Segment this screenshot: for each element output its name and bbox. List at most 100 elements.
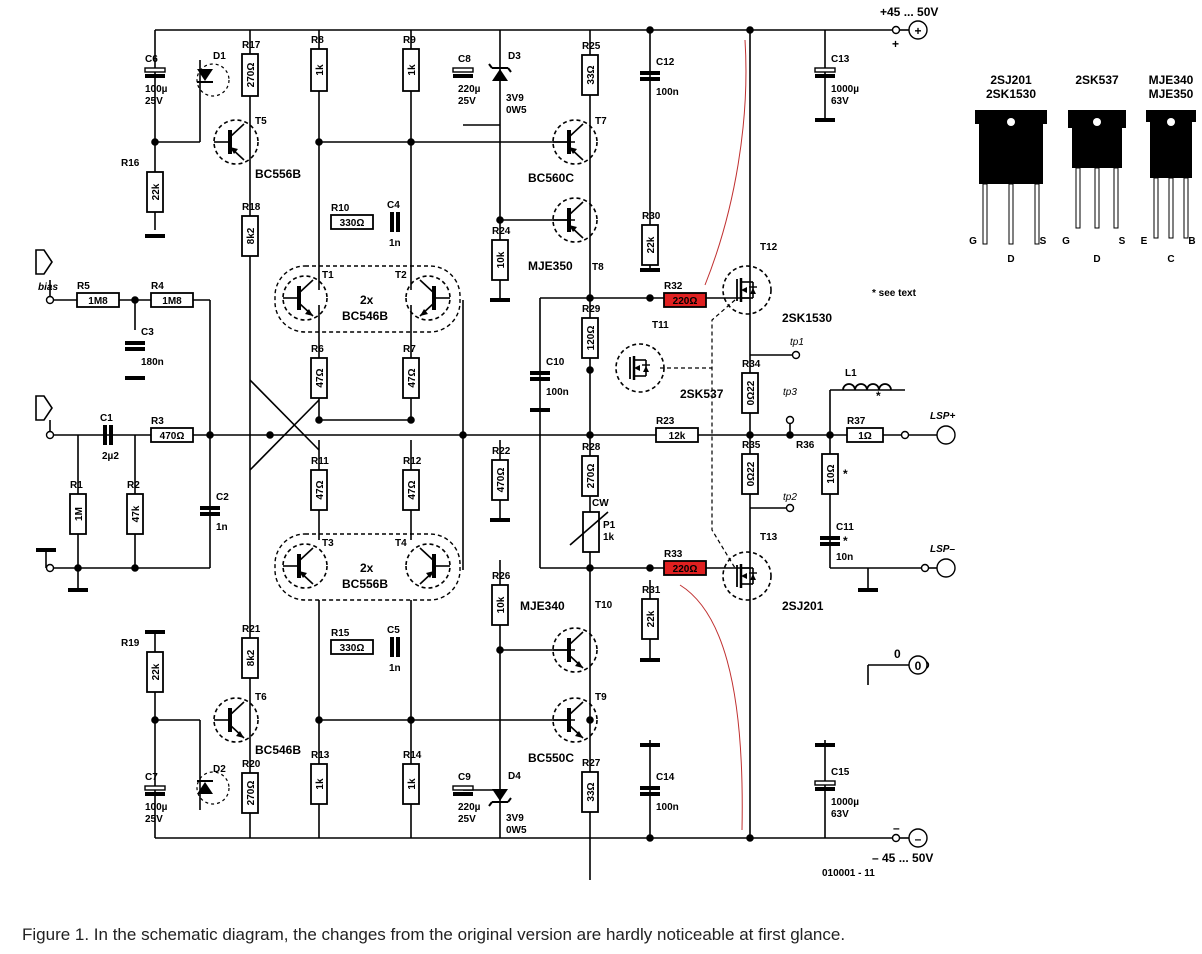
resistor-r7-name: R7 (403, 344, 416, 355)
resistor-r7 (402, 357, 420, 399)
terminal-pin (900, 430, 910, 440)
capacitor-c7 (143, 784, 167, 796)
resistor-r6 (310, 357, 328, 399)
capacitor-c3-value: 180n (141, 357, 164, 368)
resistor-r27-value: 33Ω (586, 782, 597, 801)
diode-d3-power: 0W5 (506, 105, 527, 116)
resistor-r19-name: R19 (121, 638, 140, 649)
resistor-r12-name: R12 (403, 456, 422, 467)
resistor-r12 (402, 469, 420, 511)
transistor-t6-name: T6 (255, 692, 267, 703)
resistor-r31-name: R31 (642, 585, 661, 596)
resistor-r17 (241, 53, 259, 97)
resistor-r10 (330, 214, 374, 230)
diode-d1-name: D1 (213, 51, 226, 62)
d2-t6-thermal-coupling (196, 771, 230, 805)
resistor-r36-value: 10Ω (826, 464, 837, 483)
resistor-r16 (146, 171, 164, 213)
transistor-t3 (281, 542, 329, 590)
resistor-r35 (741, 453, 759, 495)
terminal-symbol: + (914, 24, 921, 38)
capacitor-c10-name: C10 (546, 357, 565, 368)
transistor-t6-type: BC546B (255, 743, 301, 757)
resistor-r34-name: R34 (742, 359, 761, 370)
resistor-r11-value: 47Ω (315, 480, 326, 499)
capacitor-c15-voltage: 63V (831, 809, 849, 820)
capacitor-c4-value: 1n (389, 238, 401, 249)
terminal-pin (45, 430, 55, 440)
capacitor-c8-value: 220µ (458, 84, 481, 95)
resistor-r37-value: 1Ω (858, 431, 872, 442)
capacitor-c13-name: C13 (831, 54, 850, 65)
terminal-pin (785, 415, 795, 425)
terminal-symbol: 0 (915, 659, 922, 673)
resistor-r34 (741, 372, 759, 414)
resistor-r31-value: 22k (646, 610, 657, 627)
resistor-r2-value: 47k (131, 505, 142, 522)
supply-negative-label: – 45 ... 50V (872, 851, 933, 865)
capacitor-c3 (123, 341, 147, 351)
resistor-r24-value: 10k (496, 251, 507, 268)
transistor-t12 (721, 264, 773, 316)
resistor-r28-name: R28 (582, 442, 601, 453)
resistor-r5-name: R5 (77, 281, 90, 292)
capacitor-c9-name: C9 (458, 772, 471, 783)
resistor-r29-name: R29 (582, 304, 601, 315)
resistor-r5 (76, 292, 120, 308)
diode-d4-voltage: 3V9 (506, 813, 524, 824)
resistor-r11 (310, 469, 328, 511)
terminal-zero-label: 0 (894, 647, 901, 661)
package-title: 2SK537 (1075, 73, 1119, 87)
resistor-r19 (146, 651, 164, 693)
resistor-r5-value: 1M8 (88, 296, 108, 307)
resistor-r23-value: 12k (669, 431, 686, 442)
resistor-r1-value: 1M (74, 507, 85, 521)
terminal-pin (791, 350, 801, 360)
matched-pair2-outline (274, 533, 461, 601)
drawing-number: 010001 - 11 (822, 868, 875, 879)
resistor-r10-value: 330Ω (340, 218, 365, 229)
resistor-r8-value: 1k (315, 64, 326, 76)
resistor-r14-name: R14 (403, 750, 422, 761)
resistor-r14 (402, 763, 420, 805)
transistor-t5 (212, 118, 260, 166)
package-title: MJE340 (1149, 73, 1194, 87)
terminal-pin (45, 563, 55, 573)
see-text-note: * see text (872, 288, 917, 299)
capacitor-c11-value: 10n (836, 552, 853, 563)
transistor-t6 (212, 696, 260, 744)
thermal-coupling-dashed (711, 299, 736, 569)
resistor-r20-value: 270Ω (246, 781, 257, 806)
input-connector (35, 395, 53, 421)
resistor-r13-name: R13 (311, 750, 330, 761)
c11-note-star: * (843, 534, 848, 548)
capacitor-c8-voltage: 25V (458, 96, 476, 107)
resistor-r3-value: 470Ω (160, 431, 185, 442)
resistor-r8-name: R8 (311, 35, 324, 46)
package-pin-label: C (1167, 254, 1174, 265)
terminal-connector (908, 20, 928, 40)
terminal-plus-label: + (892, 37, 899, 51)
terminal-pin (891, 25, 901, 35)
diode-d4-name: D4 (508, 771, 521, 782)
transistor-t11 (614, 342, 666, 394)
supply-positive-label: +45 ... 50V (880, 5, 938, 19)
resistor-r10-name: R10 (331, 203, 350, 214)
transistor-pair2-count: 2x (360, 561, 374, 575)
resistor-r4 (150, 292, 194, 308)
resistor-r32-name: R32 (664, 281, 683, 292)
resistor-r25-name: R25 (582, 41, 601, 52)
capacitor-c6-voltage: 25V (145, 96, 163, 107)
capacitor-c14-value: 100n (656, 802, 679, 813)
diode-d1 (197, 69, 213, 83)
resistor-r17-value: 270Ω (246, 63, 257, 88)
resistor-r37 (846, 427, 884, 443)
terminal-connector (908, 828, 928, 848)
resistor-r21 (241, 637, 259, 679)
capacitor-c13-value: 1000µ (831, 84, 859, 95)
resistor-r4-name: R4 (151, 281, 164, 292)
transistor-t10-name: T10 (595, 600, 613, 611)
diode-d3 (488, 63, 512, 81)
